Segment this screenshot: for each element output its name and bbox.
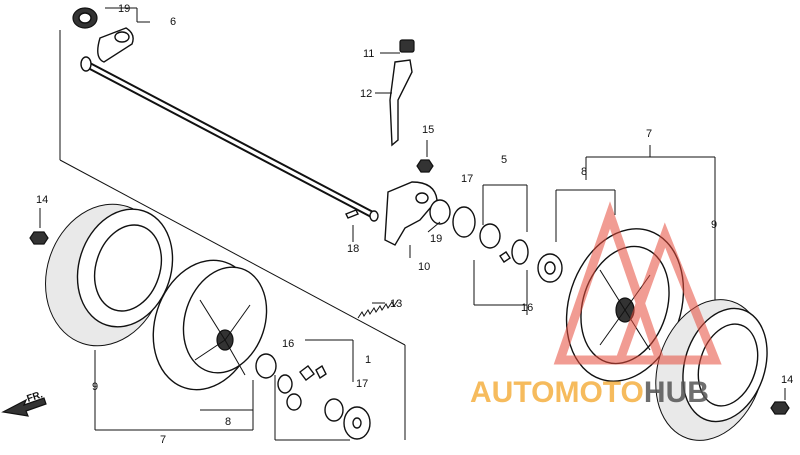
callout-14-right: 14 (781, 374, 793, 386)
callout-5: 5 (501, 154, 507, 166)
callout-15: 15 (422, 124, 434, 136)
watermark-logo-icon (553, 201, 722, 365)
callout-19-top: 19 (118, 3, 130, 15)
callout-12: 12 (360, 88, 372, 100)
callout-7-right: 7 (646, 128, 652, 140)
cotter-pin (345, 209, 359, 219)
callout-10: 10 (418, 261, 430, 273)
axle-bracket (97, 27, 134, 63)
shift-arm (384, 181, 438, 246)
callout-9-left: 9 (92, 381, 98, 393)
washer-set (429, 199, 529, 265)
watermark-word-part2: HUB (644, 376, 709, 409)
bushing-top (72, 7, 98, 29)
callout-19-center: 19 (430, 233, 442, 245)
right-bolt (770, 401, 790, 415)
callout-11: 11 (363, 48, 374, 60)
left-wheel-rim (152, 259, 268, 391)
callout-14-left: 14 (36, 194, 48, 206)
leader-lines (39, 7, 786, 400)
callout-17-left: 17 (356, 378, 368, 390)
callout-16-left: 16 (282, 338, 294, 350)
callout-16-center: 16 (521, 302, 533, 314)
left-tire (45, 203, 174, 347)
cap (399, 39, 415, 53)
lever-plate (389, 59, 413, 147)
callout-1: 1 (365, 354, 371, 366)
callout-8-left: 8 (225, 416, 231, 428)
callout-6: 6 (170, 16, 176, 28)
watermark-text: AUTOMOTOHUB (470, 376, 709, 409)
callout-7-left: 7 (160, 434, 166, 446)
left-bolt (29, 231, 49, 245)
front-direction-label: FR. (26, 389, 45, 405)
axle-shaft (80, 56, 379, 222)
callout-18: 18 (347, 243, 359, 255)
callout-13: 13 (390, 298, 402, 310)
front-arrow-icon (1, 397, 47, 417)
frame-lines (59, 30, 406, 440)
nut (416, 159, 434, 173)
right-gear (537, 253, 563, 283)
callout-17-center: 17 (461, 173, 473, 185)
watermark-word-part1: AUTOMOTO (470, 376, 644, 409)
left-hub-parts (255, 353, 371, 440)
spring (357, 299, 399, 319)
callout-8-right: 8 (581, 166, 587, 178)
callout-9-right: 9 (711, 219, 717, 231)
